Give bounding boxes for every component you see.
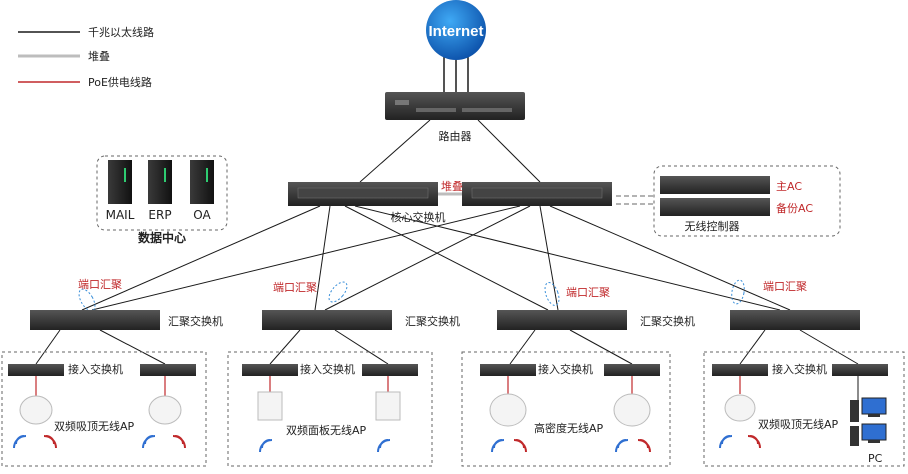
- wifi-signal-icon: [719, 435, 733, 449]
- controller-label: 无线控制器: [685, 219, 740, 233]
- primary-ac-icon: [660, 176, 770, 194]
- aggregation-switch-icon: [30, 310, 160, 330]
- high-density-ap-icon: [613, 393, 651, 427]
- ceiling-ap-icon: [148, 395, 182, 425]
- legend: 千兆以太线路 堆叠 PoE供电线路: [18, 25, 154, 89]
- ap-label: 双频吸顶无线AP: [54, 419, 135, 433]
- wifi-signal-icon: [747, 435, 761, 449]
- router-icon: [385, 92, 525, 120]
- internet-node: Internet: [426, 0, 486, 92]
- access-switch-icon: [8, 364, 64, 376]
- server-label-mail: MAIL: [106, 208, 135, 222]
- ceiling-ap-icon: [724, 394, 756, 422]
- server-label-erp: ERP: [148, 208, 171, 222]
- access-switch-icon: [140, 364, 196, 376]
- poe-links: [35, 376, 741, 396]
- server-label-oa: OA: [193, 208, 211, 222]
- datacenter: MAIL ERP OA 数据中心: [96, 155, 228, 245]
- pc-icon: [850, 397, 887, 446]
- core-stack-label: 堆叠: [441, 180, 463, 193]
- access-switch-label: 接入交换机: [772, 362, 827, 376]
- aggregation-label-1: 汇聚交换机: [168, 314, 223, 328]
- wifi-signal-icon: [377, 439, 391, 453]
- pc-label: PC: [868, 452, 883, 465]
- legend-poe-label: PoE供电线路: [88, 75, 152, 89]
- port-agg-label-2: 端口汇聚: [273, 281, 317, 294]
- panel-ap-icon: [375, 391, 401, 421]
- access-group-1: 接入交换机 双频吸顶无线AP: [1, 351, 207, 467]
- router: 路由器: [385, 92, 525, 143]
- ap-label: 双频面板无线AP: [286, 423, 367, 437]
- wifi-signal-icon: [513, 439, 527, 453]
- internet-globe-icon: [426, 0, 486, 60]
- access-group-4: 接入交换机 双频吸顶无线AP PC: [703, 351, 905, 467]
- wifi-signal-icon: [142, 435, 156, 449]
- access-switch-icon: [242, 364, 298, 376]
- primary-ac-label: 主AC: [776, 180, 802, 193]
- wifi-signal-icon: [43, 435, 57, 449]
- server-icon: [190, 160, 214, 204]
- aggregation-label-2: 汇聚交换机: [405, 314, 460, 328]
- access-switch-icon: [362, 364, 418, 376]
- wifi-signal-icon: [637, 439, 651, 453]
- access-switch-icon: [832, 364, 888, 376]
- ap-label: 双频吸顶无线AP: [758, 417, 839, 431]
- port-agg-label-4: 端口汇聚: [763, 280, 807, 293]
- core-switches: 堆叠 核心交换机: [288, 180, 612, 224]
- aggregation-label-3: 汇聚交换机: [640, 314, 695, 328]
- aggregation-switches: 汇聚交换机 汇聚交换机 汇聚交换机: [30, 310, 860, 330]
- aggregation-switch-icon: [262, 310, 392, 330]
- server-icon: [108, 160, 132, 204]
- wifi-signal-icon: [491, 439, 505, 453]
- wifi-signal-icon: [259, 439, 273, 453]
- links: [35, 119, 859, 402]
- ap-label: 高密度无线AP: [534, 421, 604, 435]
- access-switch-icon: [712, 364, 768, 376]
- ceiling-ap-icon: [19, 395, 53, 425]
- server-icon: [148, 160, 172, 204]
- access-switch-label: 接入交换机: [300, 362, 355, 376]
- aggregation-switch-icon: [497, 310, 627, 330]
- port-agg-label-1: 端口汇聚: [78, 278, 122, 291]
- panel-ap-icon: [257, 391, 283, 421]
- port-agg-label-3: 端口汇聚: [566, 286, 610, 299]
- aggregation-switch-icon: [730, 310, 860, 330]
- access-switch-label: 接入交换机: [68, 362, 123, 376]
- datacenter-label: 数据中心: [138, 230, 186, 245]
- access-group-2: 接入交换机 双频面板无线AP: [227, 351, 433, 467]
- backup-ac-label: 备份AC: [776, 201, 813, 215]
- access-switch-icon: [604, 364, 660, 376]
- port-agg-marks: [78, 279, 745, 312]
- legend-ethernet-label: 千兆以太线路: [88, 25, 154, 39]
- legend-stack-label: 堆叠: [88, 50, 110, 63]
- high-density-ap-icon: [489, 393, 527, 427]
- access-group-3: 接入交换机 高密度无线AP: [461, 351, 671, 467]
- wireless-controller: 主AC 备份AC 无线控制器: [653, 165, 841, 237]
- wifi-signal-icon: [172, 435, 186, 449]
- wifi-signal-icon: [615, 439, 629, 453]
- internet-label: Internet: [428, 23, 483, 40]
- access-switch-icon: [480, 364, 536, 376]
- router-label: 路由器: [439, 129, 472, 143]
- backup-ac-icon: [660, 198, 770, 216]
- core-label: 核心交换机: [391, 210, 446, 224]
- access-switch-label: 接入交换机: [538, 362, 593, 376]
- wifi-signal-icon: [13, 435, 27, 449]
